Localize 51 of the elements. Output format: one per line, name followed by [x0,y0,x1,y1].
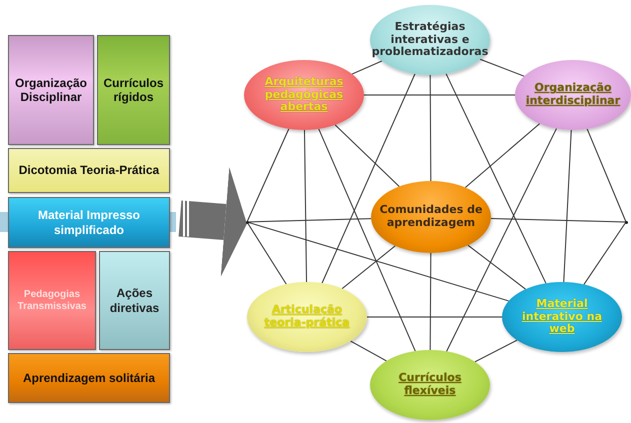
connector-line [366,316,502,318]
connector-line [364,94,516,96]
ellipse-label: Estratégias interativas e problematizadoras [370,21,490,59]
connector-line [334,124,400,187]
box-label: Aprendizagem solitária [22,370,156,386]
connector-line [563,129,572,283]
connector-line [318,128,416,352]
connector-line [586,128,626,222]
connector-line [446,128,557,352]
vertex-dot [624,220,628,224]
link-text: Organização interdisciplinar [524,82,622,108]
box-label: Dicotomia Teoria-Prática [18,163,160,178]
connector-line [468,244,526,290]
concept-box [8,35,94,145]
concept-box [8,353,170,403]
box-label: Organização Disciplinar [14,76,88,104]
connector-line [430,252,432,350]
connector-line [474,340,518,362]
connector-line [246,218,372,222]
connector-line [480,58,525,77]
concept-box [8,148,170,193]
connector-line [446,73,546,284]
concept-ellipse [371,181,491,253]
link-text: Material interativo na web [520,298,603,336]
link-text: Currículos flexíveis [398,372,462,398]
box-label: Material Impresso simplificado [36,208,142,237]
connector-line [304,130,308,282]
connector-line [246,128,290,222]
concept-ellipse [247,282,367,352]
concept-ellipse [502,282,622,352]
box-label: Pedagogias Transmissivas [16,288,88,312]
concept-box [97,35,170,145]
concept-box [99,251,170,350]
box-label: Currículos rígidos [102,76,164,104]
ellipse-label: Comunidades de aprendizagem [378,204,484,230]
link-text: Articulação teoria-prática [263,304,351,330]
connector-line [322,73,416,284]
connector-line [246,222,287,285]
box-label: Ações diretivas [108,286,160,315]
concept-box [8,251,96,350]
connector-line [490,218,626,222]
connector-line [583,222,626,285]
vertex-dot [246,220,248,224]
connector-line [464,123,540,188]
concept-box [8,197,170,248]
link-text: Arquiteturas pedagógicas abertas [264,76,344,114]
connector-line [246,222,510,302]
connector-line [342,245,396,290]
connector-line [350,340,387,362]
connector-line [430,74,432,182]
connector-line [352,60,382,75]
